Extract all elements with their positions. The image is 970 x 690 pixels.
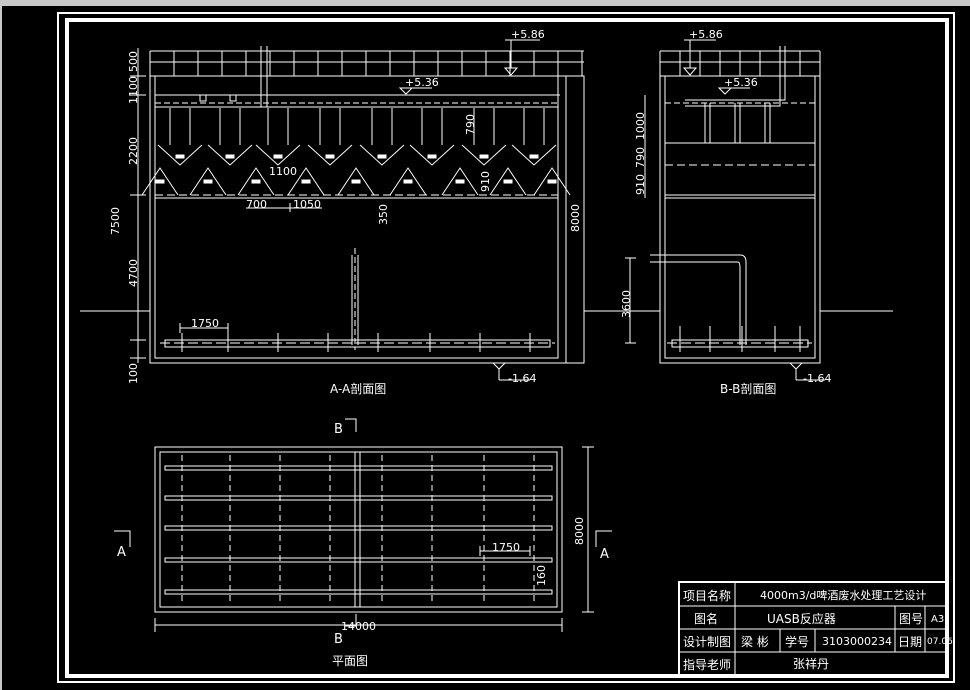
separator-mark	[301, 179, 311, 184]
aa-dim-100: 100	[127, 363, 140, 384]
tb-date-value: 07.06	[927, 637, 953, 647]
plan-mark-b-top: B	[334, 422, 343, 437]
separator-hood	[511, 144, 557, 166]
title-block	[678, 581, 948, 677]
aa-dim-2200: 2200	[127, 137, 140, 165]
section-bb	[625, 39, 893, 381]
separator-mark	[377, 154, 387, 159]
tb-designer-value: 梁 彬	[741, 634, 769, 649]
separator-cone	[533, 167, 571, 196]
separator-cone	[389, 167, 427, 196]
separator-hood	[207, 144, 253, 166]
aa-dim-1100b: 1100	[269, 165, 297, 178]
bb-section-label: B-B剖面图	[720, 382, 776, 396]
aa-dim-1050: 1050	[293, 198, 321, 211]
aa-dim-350: 350	[377, 204, 390, 225]
tb-advisor-value: 张祥丹	[793, 657, 829, 671]
inner-frame	[65, 18, 949, 678]
separator-mark	[547, 179, 557, 184]
aa-dim-910: 910	[479, 171, 492, 192]
tb-sheet-label: 图号	[899, 612, 923, 626]
aa-dim-4700: 4700	[127, 259, 140, 287]
plan-distribution-pipe	[164, 525, 553, 531]
aa-dim-790: 790	[464, 114, 477, 135]
separator-mark	[155, 179, 165, 184]
plan-mark-a-right: A	[600, 547, 609, 562]
separator-cone	[441, 167, 479, 196]
separator-mark	[529, 154, 539, 159]
aa-dim-8000: 8000	[569, 204, 582, 232]
separator-mark	[273, 154, 283, 159]
tb-designer-label: 设计制图	[683, 635, 731, 649]
aa-dim-1750: 1750	[191, 317, 219, 330]
separator-hood	[359, 144, 405, 166]
window-top-strip	[0, 0, 970, 6]
plan-dim-14000: 14000	[341, 620, 376, 633]
separator-mark	[251, 179, 261, 184]
plan-mark-b-bottom: B	[334, 632, 343, 647]
separator-mark	[427, 154, 437, 159]
plan-distribution-pipe	[164, 465, 553, 471]
tb-project-value: 4000m3/d啤酒废水处理工艺设计	[760, 588, 926, 602]
plan-view	[114, 418, 612, 632]
bb-dim-3600: 3600	[620, 290, 633, 318]
plan-distribution-pipe	[164, 495, 553, 501]
separator-cone	[141, 167, 179, 196]
tb-drawing-value: UASB反应器	[767, 611, 836, 626]
plan-label: 平面图	[332, 654, 368, 668]
separator-mark	[225, 154, 235, 159]
plan-dim-8000: 8000	[573, 517, 586, 545]
window-left-strip	[0, 6, 2, 690]
separator-mark	[203, 179, 213, 184]
separator-hood	[157, 144, 203, 166]
bb-elev-water: +5.36	[724, 76, 758, 89]
plan-distribution-pipe	[164, 589, 553, 595]
separator-cone	[189, 167, 227, 196]
aa-dim-500: 500	[127, 51, 140, 72]
plan-distribution-pipe	[164, 557, 553, 563]
bb-dim-790: 790	[634, 147, 647, 168]
separator-cone	[237, 167, 275, 196]
separator-mark	[403, 179, 413, 184]
aa-elev-bottom: -1.64	[508, 372, 536, 385]
tb-advisor-label: 指导老师	[683, 657, 731, 672]
separator-hood	[307, 144, 353, 166]
separator-mark	[455, 179, 465, 184]
aa-section-label: A-A剖面图	[330, 382, 386, 396]
tb-date-label: 日期	[898, 635, 922, 649]
tb-student-label: 学号	[785, 634, 809, 649]
plan-dim-160: 160	[535, 565, 548, 586]
separator-mark	[503, 179, 513, 184]
section-aa	[80, 39, 660, 381]
separator-mark	[175, 154, 185, 159]
aa-dim-700: 700	[246, 198, 267, 211]
separator-mark	[479, 154, 489, 159]
plan-mark-a-left: A	[117, 545, 126, 560]
aa-dim-1100: 1100	[127, 76, 140, 104]
tb-project-label: 项目名称	[683, 588, 731, 603]
bb-elev-top: +5.86	[689, 28, 723, 41]
separator-hood	[255, 144, 301, 166]
aa-elev-water: +5.36	[405, 76, 439, 89]
tb-drawing-label: 图名	[694, 611, 718, 626]
separator-hood	[409, 144, 455, 166]
tb-student-value: 3103000234	[822, 635, 892, 648]
separator-cone	[287, 167, 325, 196]
bb-elev-bottom: -1.64	[803, 372, 831, 385]
separator-cone	[489, 167, 527, 196]
separator-cone	[337, 167, 375, 196]
separator-mark	[351, 179, 361, 184]
aa-elev-top: +5.86	[511, 28, 545, 41]
plan-dim-1750: 1750	[492, 541, 520, 554]
separator-mark	[325, 154, 335, 159]
tb-sheet-value: A3	[931, 614, 944, 625]
aa-dim-7500: 7500	[109, 207, 122, 235]
separator-hood	[461, 144, 507, 166]
outer-frame	[57, 12, 955, 683]
bb-dim-910: 910	[634, 174, 647, 195]
bb-dim-1000: 1000	[634, 112, 647, 140]
